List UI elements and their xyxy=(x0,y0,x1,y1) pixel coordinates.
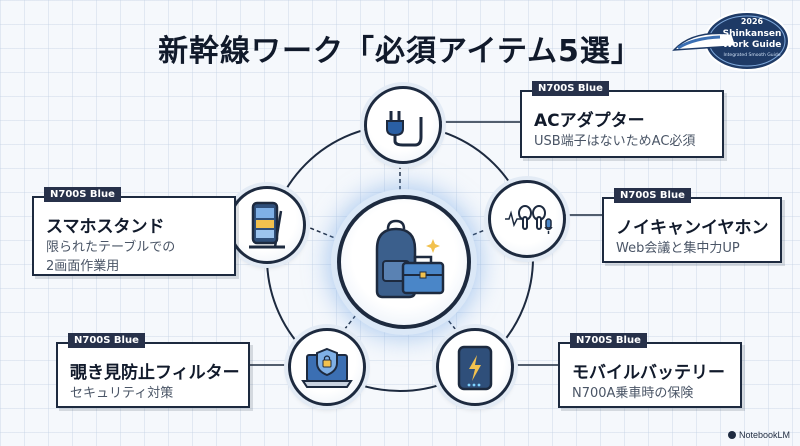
card-title: 覗き見防止フィルター xyxy=(70,363,240,383)
card-title: ACアダプター xyxy=(534,111,645,131)
card-desc: N700A乗車時の保険 xyxy=(572,386,694,401)
badge-sub: Integrated Smooth Guide xyxy=(723,52,780,58)
footer-brand: NotebookLM xyxy=(727,430,790,440)
hub-circle xyxy=(337,195,471,329)
card-privacy-filter: N700S Blue 覗き見防止フィルター セキュリティ対策 xyxy=(56,333,250,408)
card-phone-stand: N700S Blue スマホスタンド 限られたテーブルでの 2画面作業用 xyxy=(32,187,236,276)
backpack-briefcase-icon xyxy=(375,219,445,299)
card-desc: 限られたテーブルでの 2画面作業用 xyxy=(46,240,176,274)
node-ac-adapter xyxy=(364,86,442,164)
card-tag: N700S Blue xyxy=(570,333,647,348)
card-mobile-battery: N700S Blue モバイルバッテリー N700A乗車時の保険 xyxy=(558,333,742,408)
phone-stand-icon xyxy=(249,201,285,249)
node-privacy-filter xyxy=(288,328,366,406)
card-tag: N700S Blue xyxy=(68,333,145,348)
notebooklm-logo-icon xyxy=(727,431,736,439)
page-title: 新幹線ワーク「必須アイテム5選」 xyxy=(158,34,642,69)
badge-year: 2026 xyxy=(741,17,764,26)
shinkansen-work-guide-badge: 2026 Shinkansen Work Guide Integrated Sm… xyxy=(672,11,790,71)
card-desc: セキュリティ対策 xyxy=(70,386,174,401)
card-title: スマホスタンド xyxy=(46,217,165,237)
power-plug-icon xyxy=(386,111,423,147)
card-title: モバイルバッテリー xyxy=(572,363,725,383)
node-noise-cancelling-earbuds xyxy=(488,180,566,258)
card-ac-adapter: N700S Blue ACアダプター USB端子はないためAC必須 xyxy=(520,81,724,158)
privacy-filter-icon xyxy=(301,347,353,388)
node-mobile-battery xyxy=(436,328,514,406)
card-tag: N700S Blue xyxy=(614,188,691,203)
card-tag: N700S Blue xyxy=(44,187,121,202)
card-title: ノイキャンイヤホン xyxy=(616,218,769,238)
card-tag: N700S Blue xyxy=(532,81,609,96)
card-desc: USB端子はないためAC必須 xyxy=(534,134,696,149)
earbuds-icon xyxy=(505,205,553,234)
power-bank-icon xyxy=(457,345,493,391)
card-noise-cancelling-earbuds: N700S Blue ノイキャンイヤホン Web会議と集中力UP xyxy=(602,188,782,263)
badge-line2: Work Guide xyxy=(723,40,782,50)
card-desc: Web会議と集中力UP xyxy=(616,241,740,256)
node-phone-stand xyxy=(228,186,306,264)
badge-line1: Shinkansen xyxy=(723,29,782,39)
